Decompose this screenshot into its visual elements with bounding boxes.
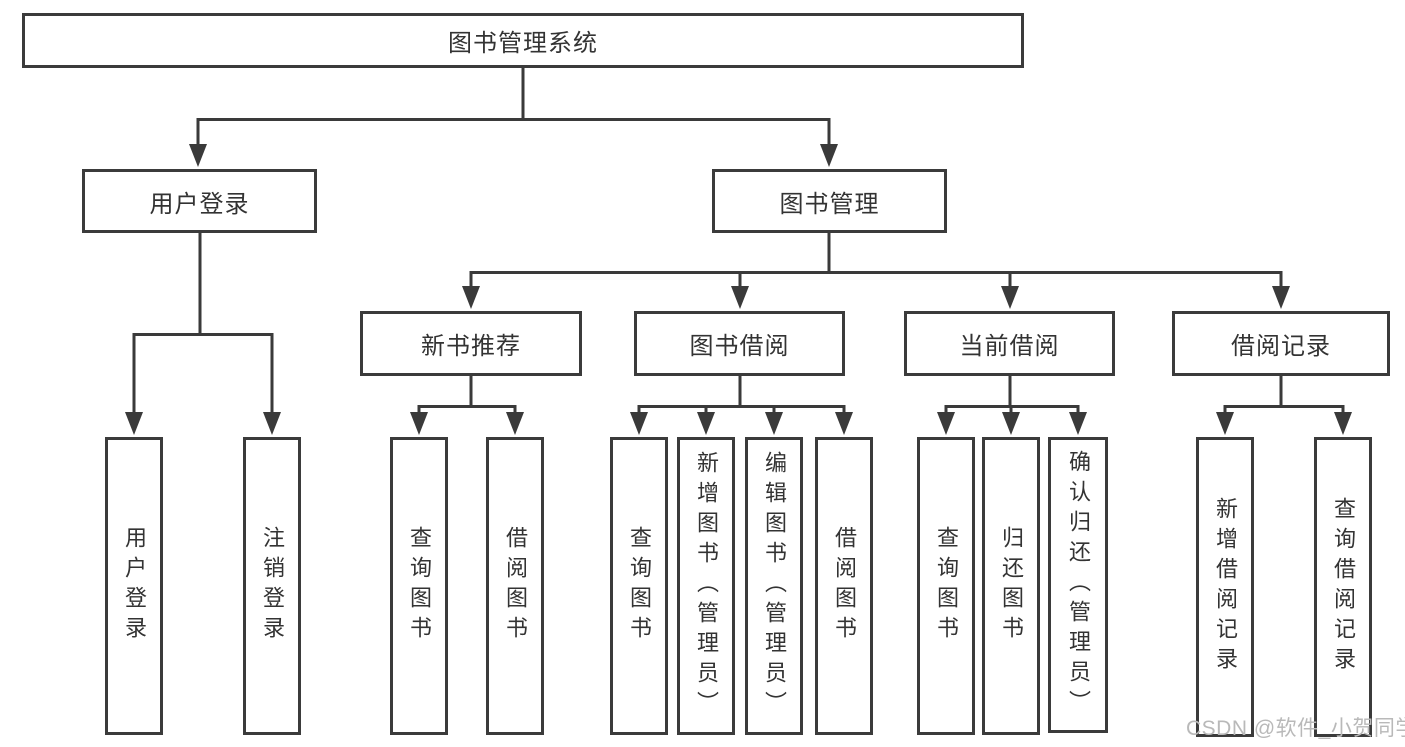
arrow-down-icon: [937, 412, 955, 435]
arrow-down-icon: [820, 144, 838, 167]
arrow-down-icon: [189, 144, 207, 167]
node-borrowing-records: 借阅记录: [1172, 311, 1390, 376]
arrow-down-icon: [630, 412, 648, 435]
arrow-down-icon: [765, 412, 783, 435]
node-root: 图书管理系统: [22, 13, 1024, 68]
leaf-logout-login: 注销登录: [243, 437, 301, 735]
arrow-down-icon: [462, 286, 480, 309]
arrow-down-icon: [835, 412, 853, 435]
arrow-down-icon: [1001, 286, 1019, 309]
arrow-down-icon: [125, 412, 143, 435]
arrow-down-icon: [731, 286, 749, 309]
connector-root: [189, 68, 838, 167]
node-new-book-recommendation: 新书推荐: [360, 311, 582, 376]
leaf-nbr-query-books: 查询图书: [390, 437, 448, 735]
node-user-login: 用户登录: [82, 169, 317, 233]
node-book-management: 图书管理: [712, 169, 947, 233]
arrow-down-icon: [1334, 412, 1352, 435]
leaf-cb-confirm-return-admin: 确认归还（管理员）: [1048, 437, 1108, 733]
connector-book-management: [462, 233, 1290, 309]
arrow-down-icon: [697, 412, 715, 435]
leaf-br-add-borrow-record: 新增借阅记录: [1196, 437, 1254, 737]
leaf-bb-edit-books-admin: 编辑图书（管理员）: [745, 437, 803, 735]
connector-book-borrowing: [630, 376, 853, 435]
node-current-borrowing: 当前借阅: [904, 311, 1115, 376]
leaf-br-query-borrow-record: 查询借阅记录: [1314, 437, 1372, 737]
arrow-down-icon: [410, 412, 428, 435]
leaf-nbr-borrow-books: 借阅图书: [486, 437, 544, 735]
arrow-down-icon: [263, 412, 281, 435]
connector-new-book-recommendation: [410, 376, 524, 435]
connector-user-login: [125, 233, 281, 435]
leaf-bb-add-books-admin: 新增图书（管理员）: [677, 437, 735, 735]
arrow-down-icon: [1002, 412, 1020, 435]
leaf-user-login: 用户登录: [105, 437, 163, 735]
arrow-down-icon: [1272, 286, 1290, 309]
arrow-down-icon: [506, 412, 524, 435]
leaf-bb-query-books: 查询图书: [610, 437, 668, 735]
leaf-bb-borrow-books: 借阅图书: [815, 437, 873, 735]
leaf-cb-return-books: 归还图书: [982, 437, 1040, 735]
arrow-down-icon: [1069, 412, 1087, 435]
connector-borrowing-records: [1216, 375, 1352, 435]
arrow-down-icon: [1216, 412, 1234, 435]
connector-current-borrowing: [937, 376, 1087, 435]
leaf-cb-query-books: 查询图书: [917, 437, 975, 735]
watermark: CSDN @软件_小贺同学: [1186, 717, 1405, 740]
node-book-borrowing: 图书借阅: [634, 311, 845, 376]
